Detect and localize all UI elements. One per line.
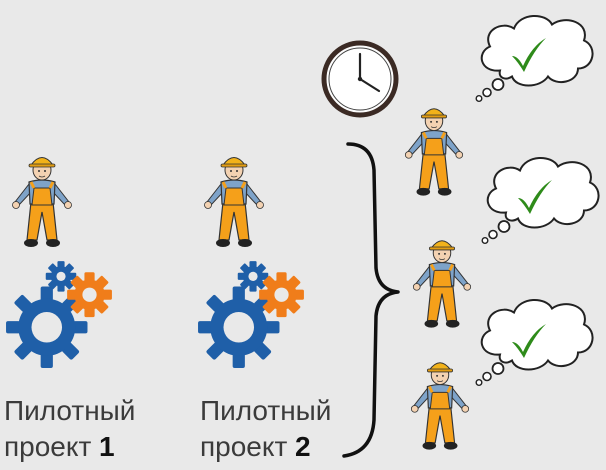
project-2-prefix: проект bbox=[200, 431, 296, 462]
clock-icon bbox=[321, 40, 399, 118]
construction-worker-icon bbox=[202, 155, 266, 249]
curly-brace bbox=[342, 142, 400, 458]
project-1-prefix: проект bbox=[4, 431, 100, 462]
construction-worker-icon bbox=[403, 107, 465, 198]
project-1-line1: Пилотный bbox=[4, 395, 136, 426]
project-2-number: 2 bbox=[295, 431, 311, 462]
project-1-label: Пилотный проект 1 bbox=[4, 393, 135, 465]
thought-cloud-icon bbox=[475, 14, 594, 103]
project-2-line1: Пилотный bbox=[200, 395, 332, 426]
construction-worker-icon bbox=[411, 239, 473, 330]
construction-worker-icon bbox=[409, 361, 471, 452]
project-2-line2: проект 2 bbox=[200, 429, 331, 465]
gears-icon bbox=[198, 261, 304, 368]
thought-cloud-icon bbox=[475, 298, 594, 387]
project-1-number: 1 bbox=[99, 431, 115, 462]
project-1-line2: проект 1 bbox=[4, 429, 135, 465]
construction-worker-icon bbox=[10, 155, 74, 249]
thought-cloud-icon bbox=[481, 156, 600, 245]
gears-icon bbox=[6, 261, 112, 368]
project-2-label: Пилотный проект 2 bbox=[200, 393, 331, 465]
